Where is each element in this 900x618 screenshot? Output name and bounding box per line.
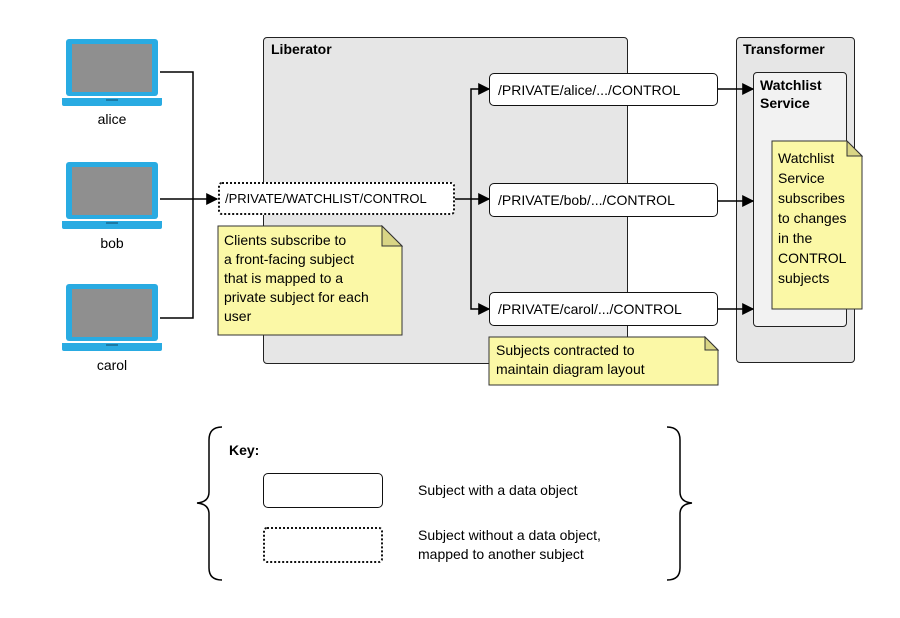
key-solid-sample	[263, 473, 383, 508]
note-clients-text: Clients subscribe to a front-facing subj…	[224, 232, 369, 324]
user-carol: carol	[60, 283, 170, 378]
user-label: bob	[100, 235, 124, 251]
user-label: carol	[96, 357, 128, 373]
note-watchlist-text: Watchlist Service subscribes to changes …	[778, 150, 847, 286]
brace-icon	[196, 426, 223, 581]
key-solid-label: Subject with a data object	[418, 482, 578, 498]
key-title: Key:	[229, 442, 260, 458]
user-bob: bob	[60, 161, 170, 256]
note-contracted-text: Subjects contracted to maintain diagram …	[496, 342, 645, 377]
transformer-title: Transformer	[743, 41, 825, 57]
laptop-icon	[62, 39, 162, 106]
brace-icon	[666, 426, 693, 581]
user-alice: alice	[60, 38, 170, 133]
note-contracted: Subjects contracted to maintain diagram …	[488, 336, 719, 386]
private-subject-bob: /PRIVATE/bob/.../CONTROL	[489, 183, 718, 217]
note-watchlist: Watchlist Service subscribes to changes …	[771, 140, 863, 310]
laptop-icon	[62, 284, 162, 351]
private-subject-alice: /PRIVATE/alice/.../CONTROL	[489, 73, 718, 106]
key-dotted-sample	[263, 527, 383, 563]
watchlist-service-title: Watchlist Service	[760, 77, 822, 111]
front-facing-subject: /PRIVATE/WATCHLIST/CONTROL	[218, 182, 455, 215]
note-clients: Clients subscribe to a front-facing subj…	[217, 225, 403, 336]
private-subject-carol: /PRIVATE/carol/.../CONTROL	[489, 292, 718, 326]
key-dotted-label: Subject without a data object, mapped to…	[418, 527, 601, 562]
user-label: alice	[97, 111, 127, 127]
liberator-title: Liberator	[271, 41, 332, 57]
laptop-icon	[62, 162, 162, 229]
